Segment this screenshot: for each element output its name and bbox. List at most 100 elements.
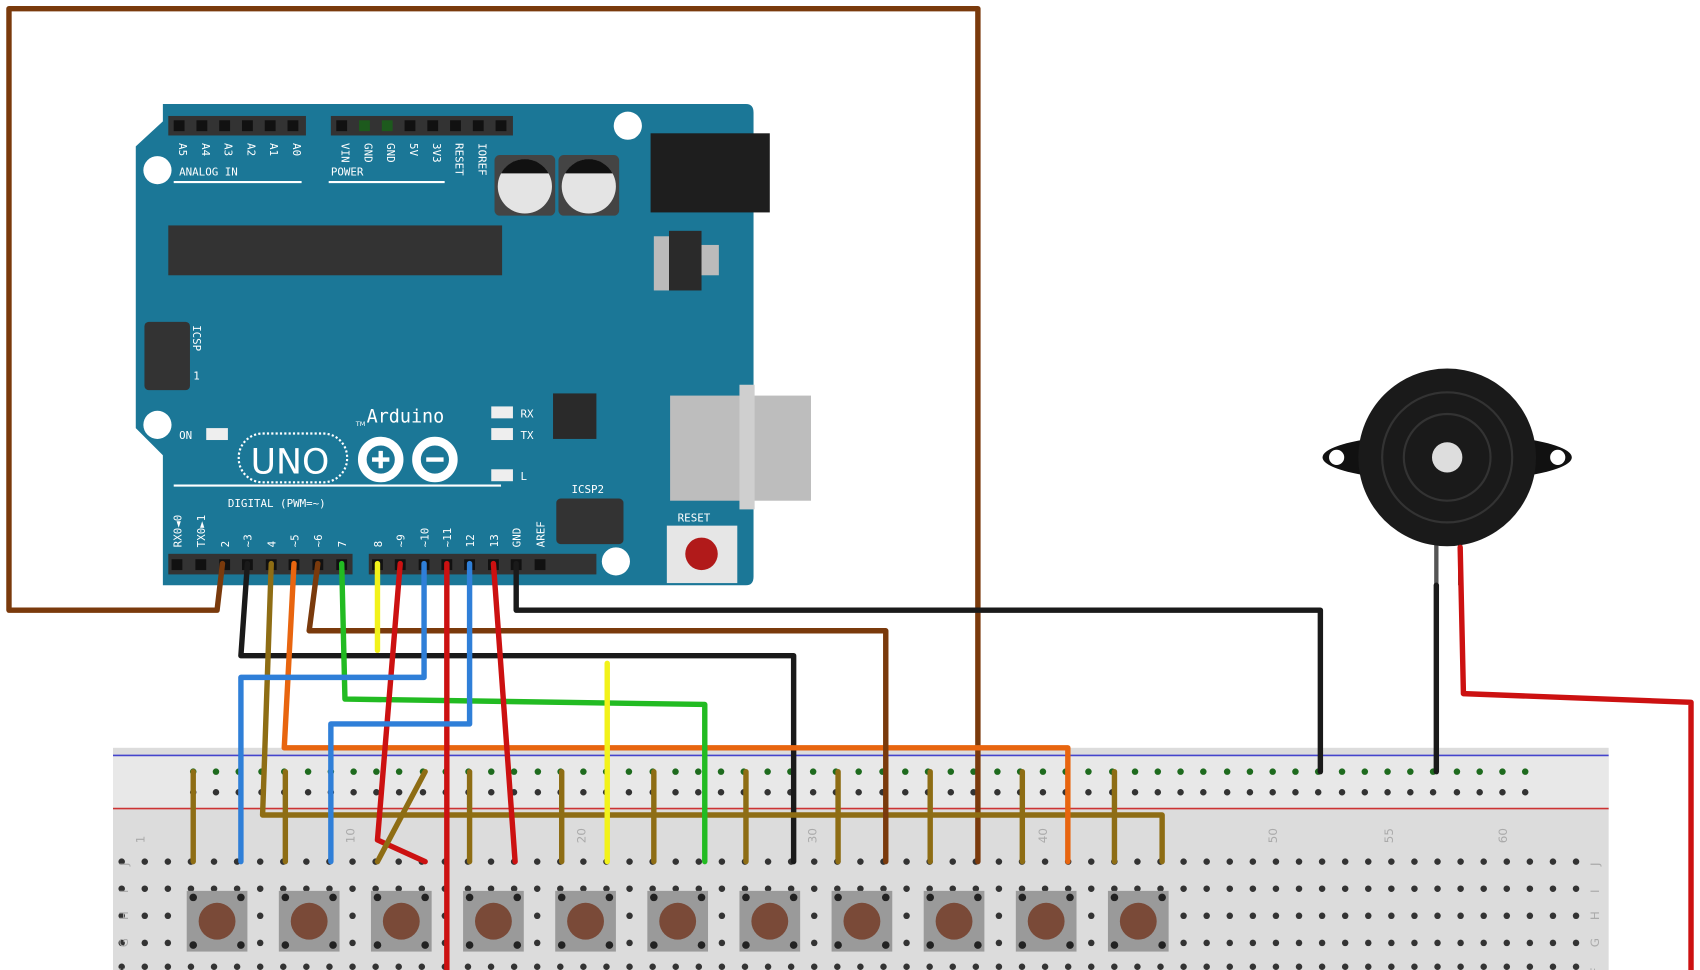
breadboard-hole xyxy=(1226,858,1234,865)
blue-wire xyxy=(328,560,473,865)
power-rail-hole xyxy=(717,789,725,796)
breadboard-hole xyxy=(533,963,541,970)
push-button[interactable] xyxy=(463,890,524,952)
power-rail-hole xyxy=(1292,789,1299,796)
push-button[interactable] xyxy=(831,890,893,952)
breadboard: 110203040505560JJIIHHGGFF xyxy=(113,747,1609,970)
breadboard-hole xyxy=(1434,939,1441,947)
uno-logo: UNO xyxy=(251,443,330,483)
push-button-corner xyxy=(281,893,290,902)
breadboard-hole xyxy=(649,963,656,970)
breadboard-hole xyxy=(741,963,749,970)
breadboard-hole xyxy=(464,963,472,970)
breadboard-hole xyxy=(303,963,310,970)
push-button[interactable] xyxy=(647,890,709,952)
breadboard-hole xyxy=(1203,858,1210,865)
header-pin xyxy=(381,120,393,132)
push-button[interactable] xyxy=(186,890,248,952)
digital-header-low xyxy=(168,553,353,575)
breadboard-hole xyxy=(857,963,864,970)
breadboard-hole xyxy=(1411,963,1418,970)
push-button[interactable] xyxy=(278,890,340,952)
breadboard-hole xyxy=(857,885,864,892)
power-rail-hole xyxy=(1338,789,1346,796)
power-rail-hole xyxy=(1131,789,1139,796)
breadboard-hole xyxy=(810,885,818,892)
header-pin xyxy=(195,559,207,571)
breadboard-hole xyxy=(1388,963,1395,970)
push-button-corner xyxy=(974,941,982,949)
power-rail-hole xyxy=(1246,789,1254,796)
row-letter: G xyxy=(117,938,131,947)
breadboard-hole xyxy=(164,939,172,947)
push-button[interactable] xyxy=(923,890,985,952)
push-button-corner xyxy=(697,893,706,902)
power-rail-hole xyxy=(1476,789,1483,796)
analog-pin-label: A4 xyxy=(199,143,212,156)
power-rail-hole xyxy=(350,789,357,796)
breadboard-hole xyxy=(1341,939,1349,947)
breadboard-hole xyxy=(1295,858,1303,865)
icsp2-label: ICSP2 xyxy=(571,483,604,496)
push-button[interactable] xyxy=(1107,890,1169,952)
header-pin xyxy=(219,120,231,132)
breadboard-hole xyxy=(533,885,541,892)
breadboard-hole xyxy=(1549,939,1557,947)
push-button-corner xyxy=(1018,893,1027,902)
power-pin-label: 3V3 xyxy=(430,143,443,163)
red-wire xyxy=(490,560,518,865)
power-rail-hole xyxy=(672,789,679,796)
push-button[interactable] xyxy=(555,890,616,952)
breadboard-hole xyxy=(533,912,541,920)
breadboard-hole xyxy=(972,963,980,970)
breadboard-hole xyxy=(626,858,633,865)
breadboard-hole xyxy=(372,885,379,892)
push-button[interactable] xyxy=(739,890,801,952)
power-rail-hole xyxy=(902,789,909,796)
breadboard-hole xyxy=(1318,963,1326,970)
digital-pin-label: 13 xyxy=(488,534,501,547)
breadboard-hole xyxy=(1203,963,1210,970)
breadboard-hole xyxy=(810,963,818,970)
power-rail-hole xyxy=(994,789,1001,796)
breadboard-hole xyxy=(695,858,703,865)
push-button-corner xyxy=(789,941,798,949)
row-letter: H xyxy=(1588,911,1602,920)
power-rail-hole xyxy=(534,789,542,796)
breadboard-hole xyxy=(810,912,818,920)
digital-pin-label: 12 xyxy=(464,534,477,547)
breadboard-hole xyxy=(372,963,379,970)
breadboard-hole xyxy=(1411,939,1418,947)
breadboard-hole xyxy=(141,939,149,947)
power-rail-hole xyxy=(1338,768,1346,775)
push-button[interactable] xyxy=(1015,890,1077,952)
breadboard-hole xyxy=(1088,858,1095,865)
breadboard-hole xyxy=(1457,858,1464,865)
push-button[interactable] xyxy=(370,890,432,952)
power-rail-hole xyxy=(1499,789,1506,796)
breadboard-hole xyxy=(487,963,495,970)
breadboard-hole xyxy=(395,885,402,892)
breadboard-hole xyxy=(1041,885,1049,892)
breadboard-hole xyxy=(1411,912,1418,920)
breadboard-hole xyxy=(510,963,518,970)
push-button-cap xyxy=(567,902,604,940)
power-rail-hole xyxy=(580,789,587,796)
analog-in-label: ANALOG IN xyxy=(179,166,238,179)
power-rail-hole xyxy=(625,768,633,775)
reset-button[interactable] xyxy=(666,525,738,584)
breadboard-hole xyxy=(395,858,402,865)
breadboard-hole xyxy=(1526,912,1534,920)
power-pin-label: 5V xyxy=(407,143,420,157)
breadboard-hole xyxy=(1549,963,1557,970)
header-pin xyxy=(534,559,546,571)
breadboard-hole xyxy=(233,963,241,970)
push-button-corner xyxy=(1110,893,1119,902)
power-header xyxy=(330,115,513,136)
breadboard-hole xyxy=(233,885,241,892)
breadboard-hole xyxy=(672,858,679,865)
breadboard-hole xyxy=(764,885,772,892)
power-rail-hole xyxy=(855,768,862,775)
tm-mark: TM xyxy=(355,420,366,428)
breadboard-hole xyxy=(1157,963,1164,970)
